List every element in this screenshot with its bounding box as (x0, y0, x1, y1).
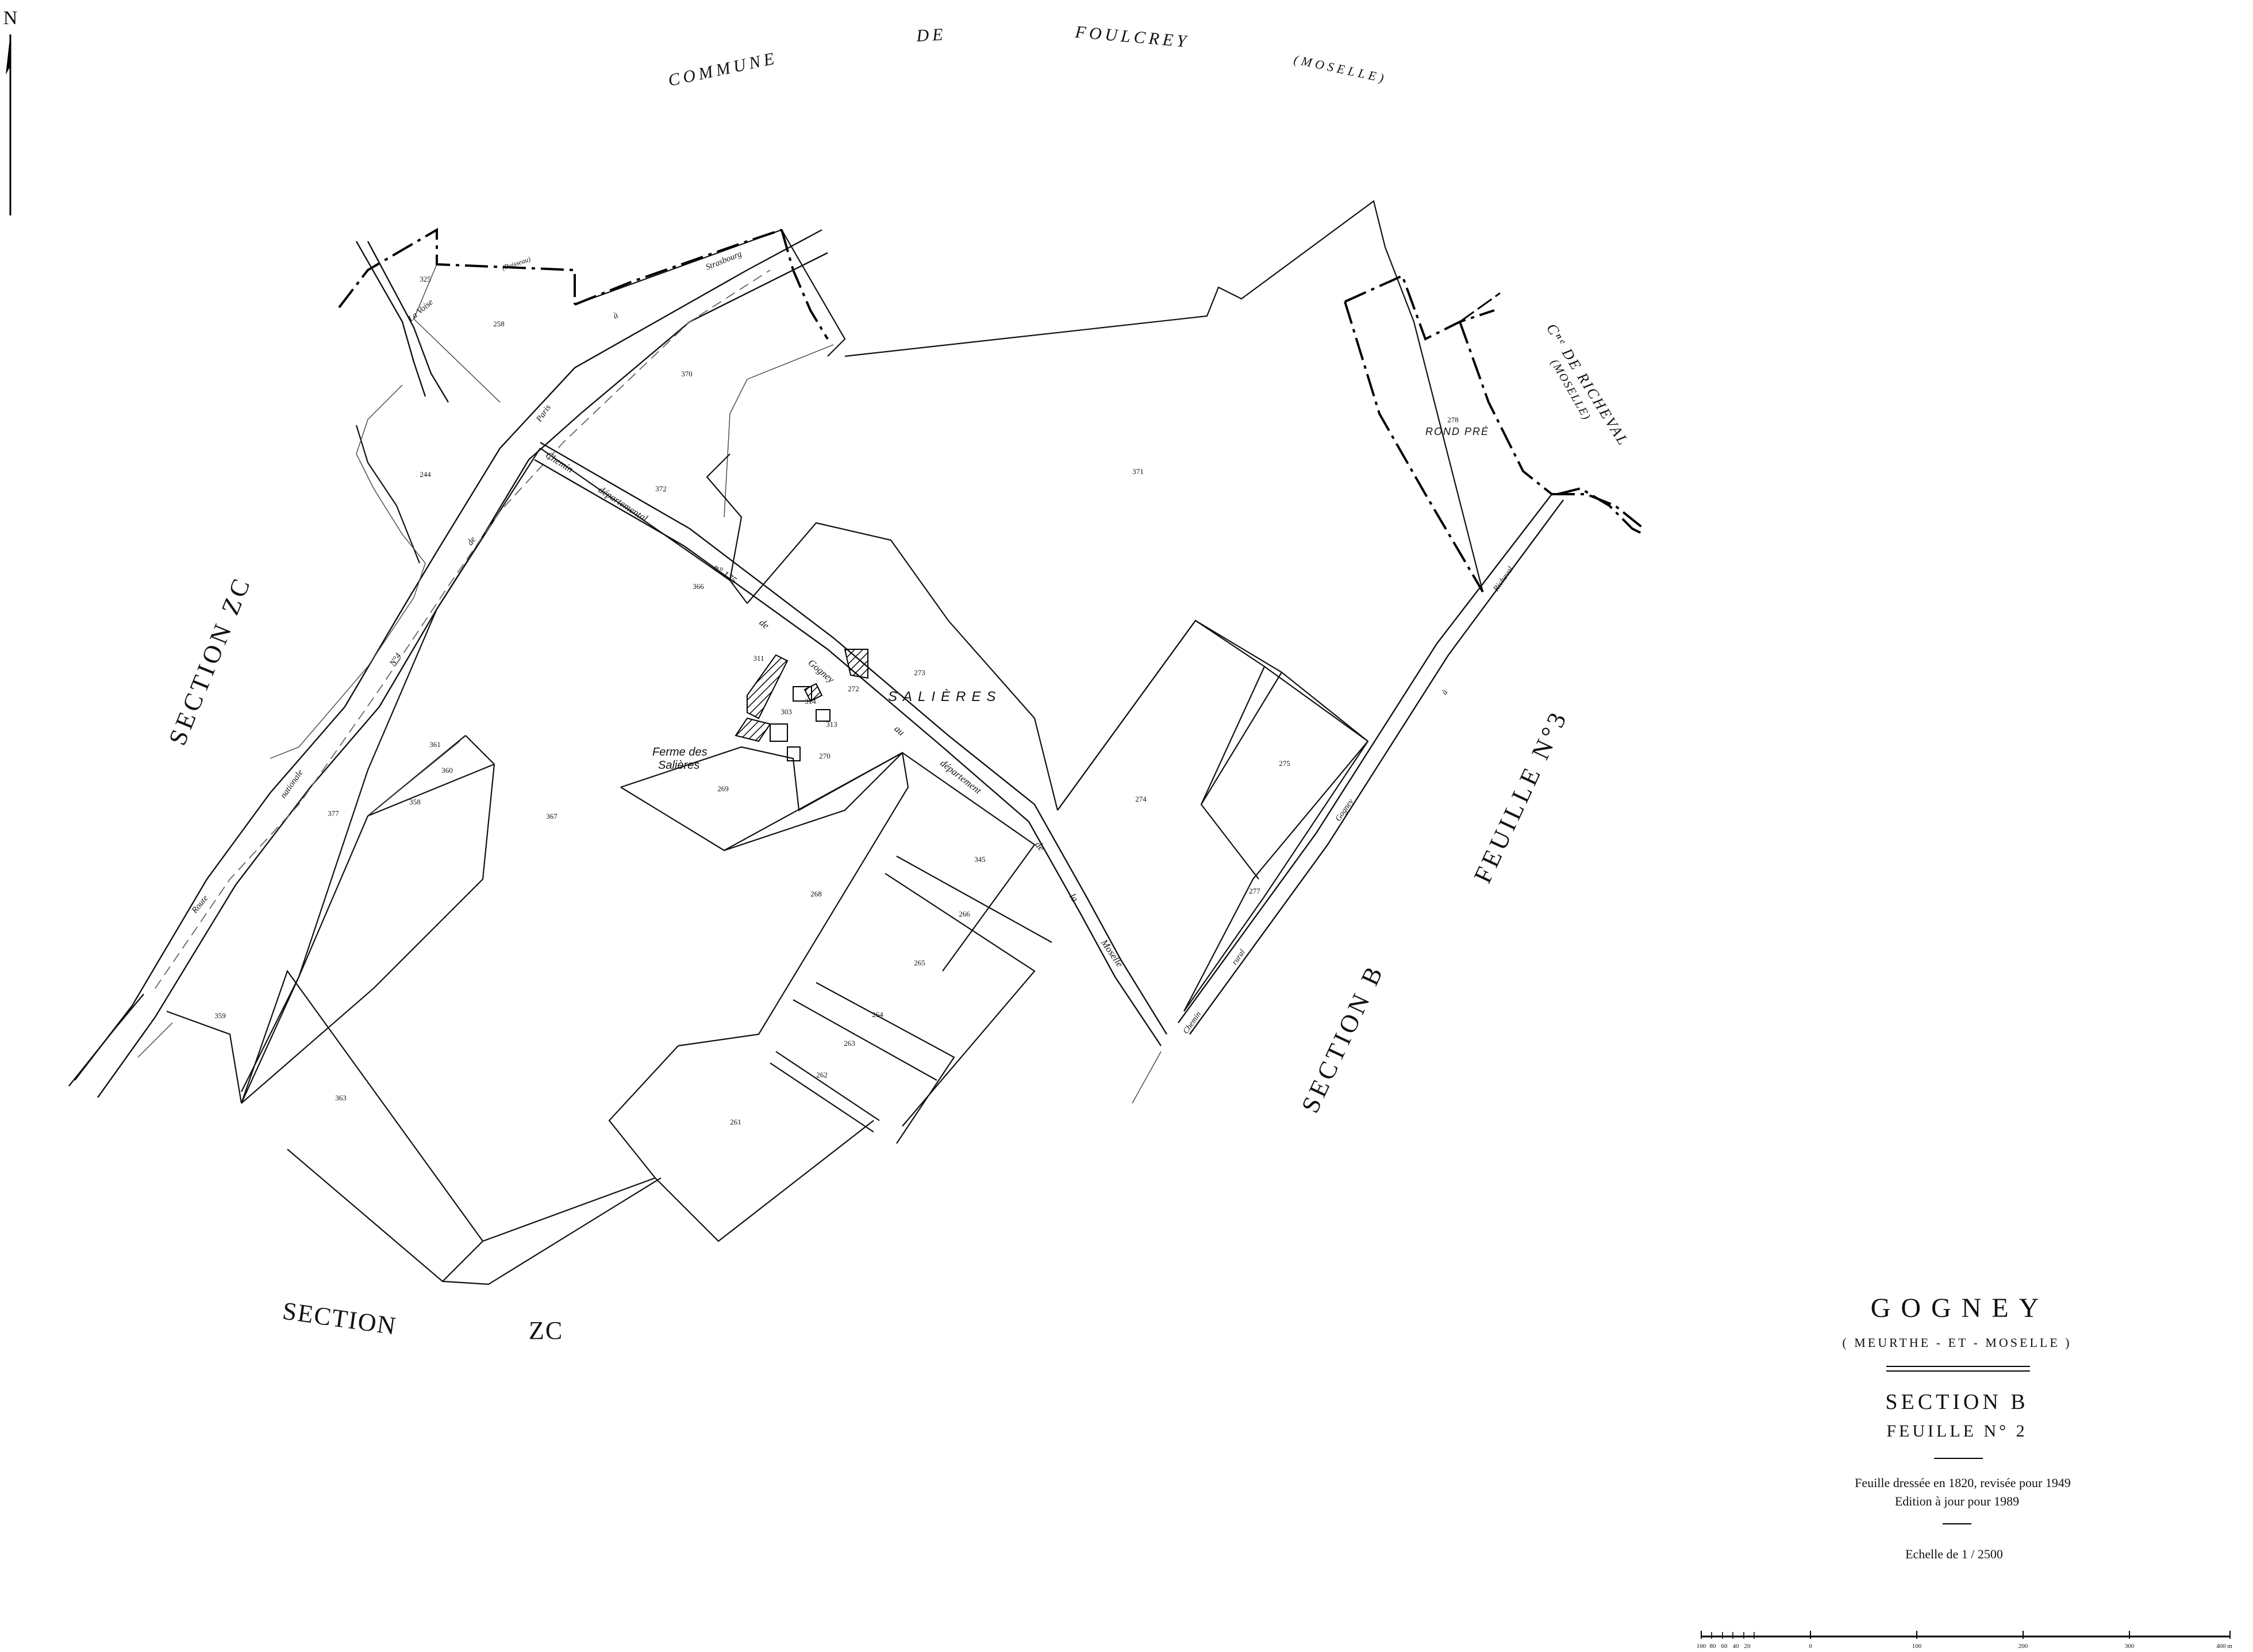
section-b-bottom: SECTION B (1296, 960, 1390, 1118)
parcel-377: 377 (328, 809, 339, 818)
foulcrey-label: FOULCREY (1074, 22, 1190, 51)
road-ruisseau: (Ruisseau) (501, 255, 532, 272)
place-rond-pre: ROND PRÉ (1425, 426, 1489, 437)
road-a: à (612, 311, 620, 321)
scale-label-20: 20 (1744, 1643, 1751, 1650)
commune-label: COMMUNE (667, 48, 779, 90)
parcel-262: 262 (816, 1070, 828, 1079)
ferme-label-2: Salières (658, 759, 699, 772)
parcel-358: 358 (409, 798, 421, 806)
section-b-feuille3: FEUILLE N°3 (1468, 705, 1574, 887)
road-richeval: Richeval (1491, 565, 1515, 594)
scale-label-80: 80 (1710, 1643, 1717, 1650)
parcel-371: 371 (1132, 467, 1144, 476)
de-label: DE (916, 25, 947, 45)
parcel-313: 313 (826, 720, 837, 729)
cartouche-title: GOGNEY (1871, 1293, 2050, 1323)
road-au: au (892, 723, 906, 738)
cartouche-note2: Edition à jour pour 1989 (1895, 1494, 2019, 1508)
scale-label-40: 40 (1733, 1643, 1740, 1650)
cartouche-department: ( MEURTHE - ET - MOSELLE ) (1842, 1335, 2071, 1350)
section-zc-code: ZC (529, 1316, 563, 1345)
parcel-314: 314 (805, 697, 816, 706)
road-gogney: Gogney (806, 657, 836, 686)
parcel-359: 359 (214, 1011, 226, 1020)
scale-label-400: 400 m (2216, 1643, 2232, 1650)
road-route: Route (190, 894, 210, 915)
parcel-outlines (166, 200, 1645, 1285)
road-la-voise: La Voise (406, 298, 436, 324)
scale-label-0: 0 (1809, 1643, 1812, 1650)
parcel-275: 275 (1279, 759, 1290, 768)
scale-bar: 100 80 60 40 20 0 100 200 300 400 m (1697, 1631, 2232, 1650)
section-zc-left: SECTION ZC (163, 572, 257, 749)
parcel-numbers: 325 258 370 244 372 371 278 366 311 273 … (214, 275, 1459, 1126)
parcel-258: 258 (493, 319, 505, 328)
parcel-360: 360 (441, 766, 453, 775)
cartouche-note1: Feuille dressée en 1820, revisée pour 19… (1855, 1476, 2071, 1490)
road-n4: N°4 (388, 651, 403, 668)
road-de2: de (757, 617, 771, 631)
road-labels: La Voise (Ruisseau) Strasbourg à Paris d… (190, 249, 1515, 1035)
parcel-263: 263 (844, 1039, 855, 1048)
parcel-366: 366 (693, 582, 704, 591)
cartouche-scale: Echelle de 1 / 2500 (1905, 1547, 2003, 1561)
moselle-top-label: (MOSELLE) (1293, 52, 1389, 86)
cartouche-feuille: FEUILLE N° 2 (1886, 1422, 2027, 1441)
parcel-303: 303 (781, 707, 792, 716)
scale-label-300: 300 (2125, 1643, 2135, 1650)
parcel-269: 269 (717, 784, 729, 793)
road-rural: rural (1231, 948, 1247, 966)
parcel-278: 278 (1447, 415, 1459, 424)
parcel-345: 345 (974, 855, 986, 864)
north-arrow: N (3, 7, 18, 215)
parcel-274: 274 (1135, 795, 1147, 803)
parcel-277: 277 (1249, 887, 1260, 895)
parcel-270: 270 (819, 752, 831, 760)
road-nationale: nationale (279, 768, 305, 800)
parcel-266: 266 (959, 910, 970, 918)
scale-label-60: 60 (1721, 1643, 1728, 1650)
cartouche-section: SECTION B (1885, 1390, 2028, 1414)
cartouche: GOGNEY ( MEURTHE - ET - MOSELLE ) SECTIO… (1842, 1293, 2071, 1561)
buildings (735, 649, 868, 761)
road-a2: à (1440, 688, 1450, 696)
parcel-272: 272 (848, 684, 859, 693)
parcel-273: 273 (914, 668, 925, 677)
scale-label-200: 200 (2019, 1643, 2028, 1650)
parcel-261: 261 (730, 1118, 741, 1126)
section-zc-bottom: SECTION (281, 1296, 399, 1340)
parcel-265: 265 (914, 958, 925, 967)
road-n175: n° 175 (712, 562, 739, 586)
parcel-244: 244 (420, 470, 431, 479)
road-strasbourg: Strasbourg (705, 249, 744, 272)
north-label: N (3, 7, 18, 29)
parcel-325: 325 (420, 275, 431, 283)
roads (68, 229, 1644, 1104)
parcel-372: 372 (655, 484, 667, 493)
scale-label-100: 100 (1912, 1643, 1922, 1650)
ferme-label-1: Ferme des (652, 746, 708, 758)
parcel-370: 370 (681, 369, 693, 378)
parcel-311: 311 (753, 654, 764, 663)
parcel-264: 264 (872, 1010, 883, 1019)
road-paris: Paris (535, 403, 553, 424)
richeval-label: Cⁿᵉ DE RICHEVAL (1543, 321, 1632, 449)
parcel-367: 367 (546, 812, 558, 821)
place-salieres: SALIÈRES (888, 689, 1001, 704)
scale-label-100-left: 100 (1697, 1643, 1706, 1650)
parcel-361: 361 (429, 740, 441, 749)
parcel-363: 363 (335, 1093, 347, 1102)
parcel-268: 268 (810, 889, 822, 898)
